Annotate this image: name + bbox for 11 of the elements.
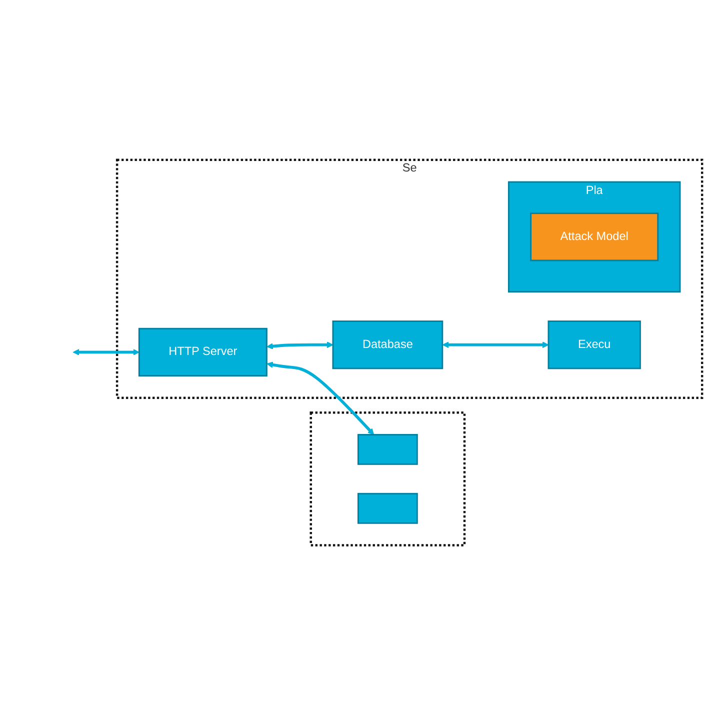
node-box: HTTP Server: [138, 328, 268, 376]
node-box: [357, 434, 418, 465]
arrow: [266, 362, 374, 435]
node-box: [357, 492, 418, 524]
arrow: [266, 342, 334, 350]
cluster: [310, 411, 466, 546]
arrow: [442, 342, 549, 348]
arrow: [72, 348, 140, 356]
node-box: Database: [332, 320, 444, 370]
node-box: Attack Model: [530, 212, 659, 262]
node-box: Execu: [548, 320, 641, 370]
